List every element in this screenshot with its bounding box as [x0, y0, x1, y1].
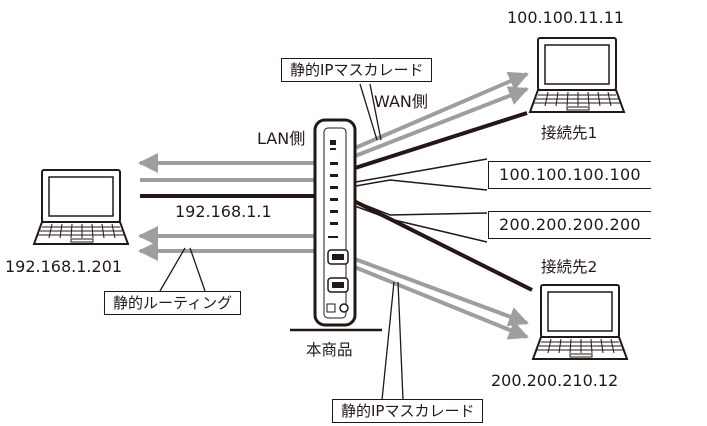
product-label: 本商品 [306, 341, 353, 359]
destination1-label: 接続先1 [541, 124, 598, 142]
static-ip-masquerade-callout: 静的IPマスカレード [332, 399, 484, 423]
connection-line [351, 198, 533, 292]
lan-side-label: LAN側 [257, 129, 306, 148]
connection-line [349, 158, 488, 184]
laptop-icon [33, 169, 129, 245]
public-ip-box: 200.200.200.200 [488, 211, 651, 239]
callout-pointer [397, 281, 404, 401]
left-laptop-ip: 192.168.1.201 [5, 257, 123, 276]
masquerade-line [351, 256, 529, 327]
connection-line [354, 111, 528, 170]
callout-pointer [189, 247, 206, 292]
laptop-icon [532, 284, 628, 360]
wan-side-label: WAN側 [374, 92, 428, 111]
masquerade-line [354, 86, 529, 158]
callout-pointer [369, 83, 382, 141]
laptop-icon [529, 37, 625, 113]
bottom-laptop-ip: 200.200.210.12 [491, 371, 619, 390]
static-routing-callout: 静的ルーティング [104, 291, 242, 315]
connection-line [349, 179, 488, 191]
router-icon [290, 118, 382, 332]
callout-pointer [359, 83, 378, 141]
masquerade-line [351, 264, 529, 340]
public-ip-box: 100.100.100.100 [488, 161, 651, 189]
callout-pointer [381, 281, 395, 401]
destination2-label: 接続先2 [541, 258, 598, 276]
static-ip-masquerade-callout: 静的IPマスカレード [281, 58, 433, 82]
callout-pointer [159, 247, 186, 292]
router-lan-ip: 192.168.1.1 [175, 202, 272, 221]
masquerade-line [354, 71, 529, 150]
top-laptop-ip: 100.100.11.11 [507, 8, 625, 27]
